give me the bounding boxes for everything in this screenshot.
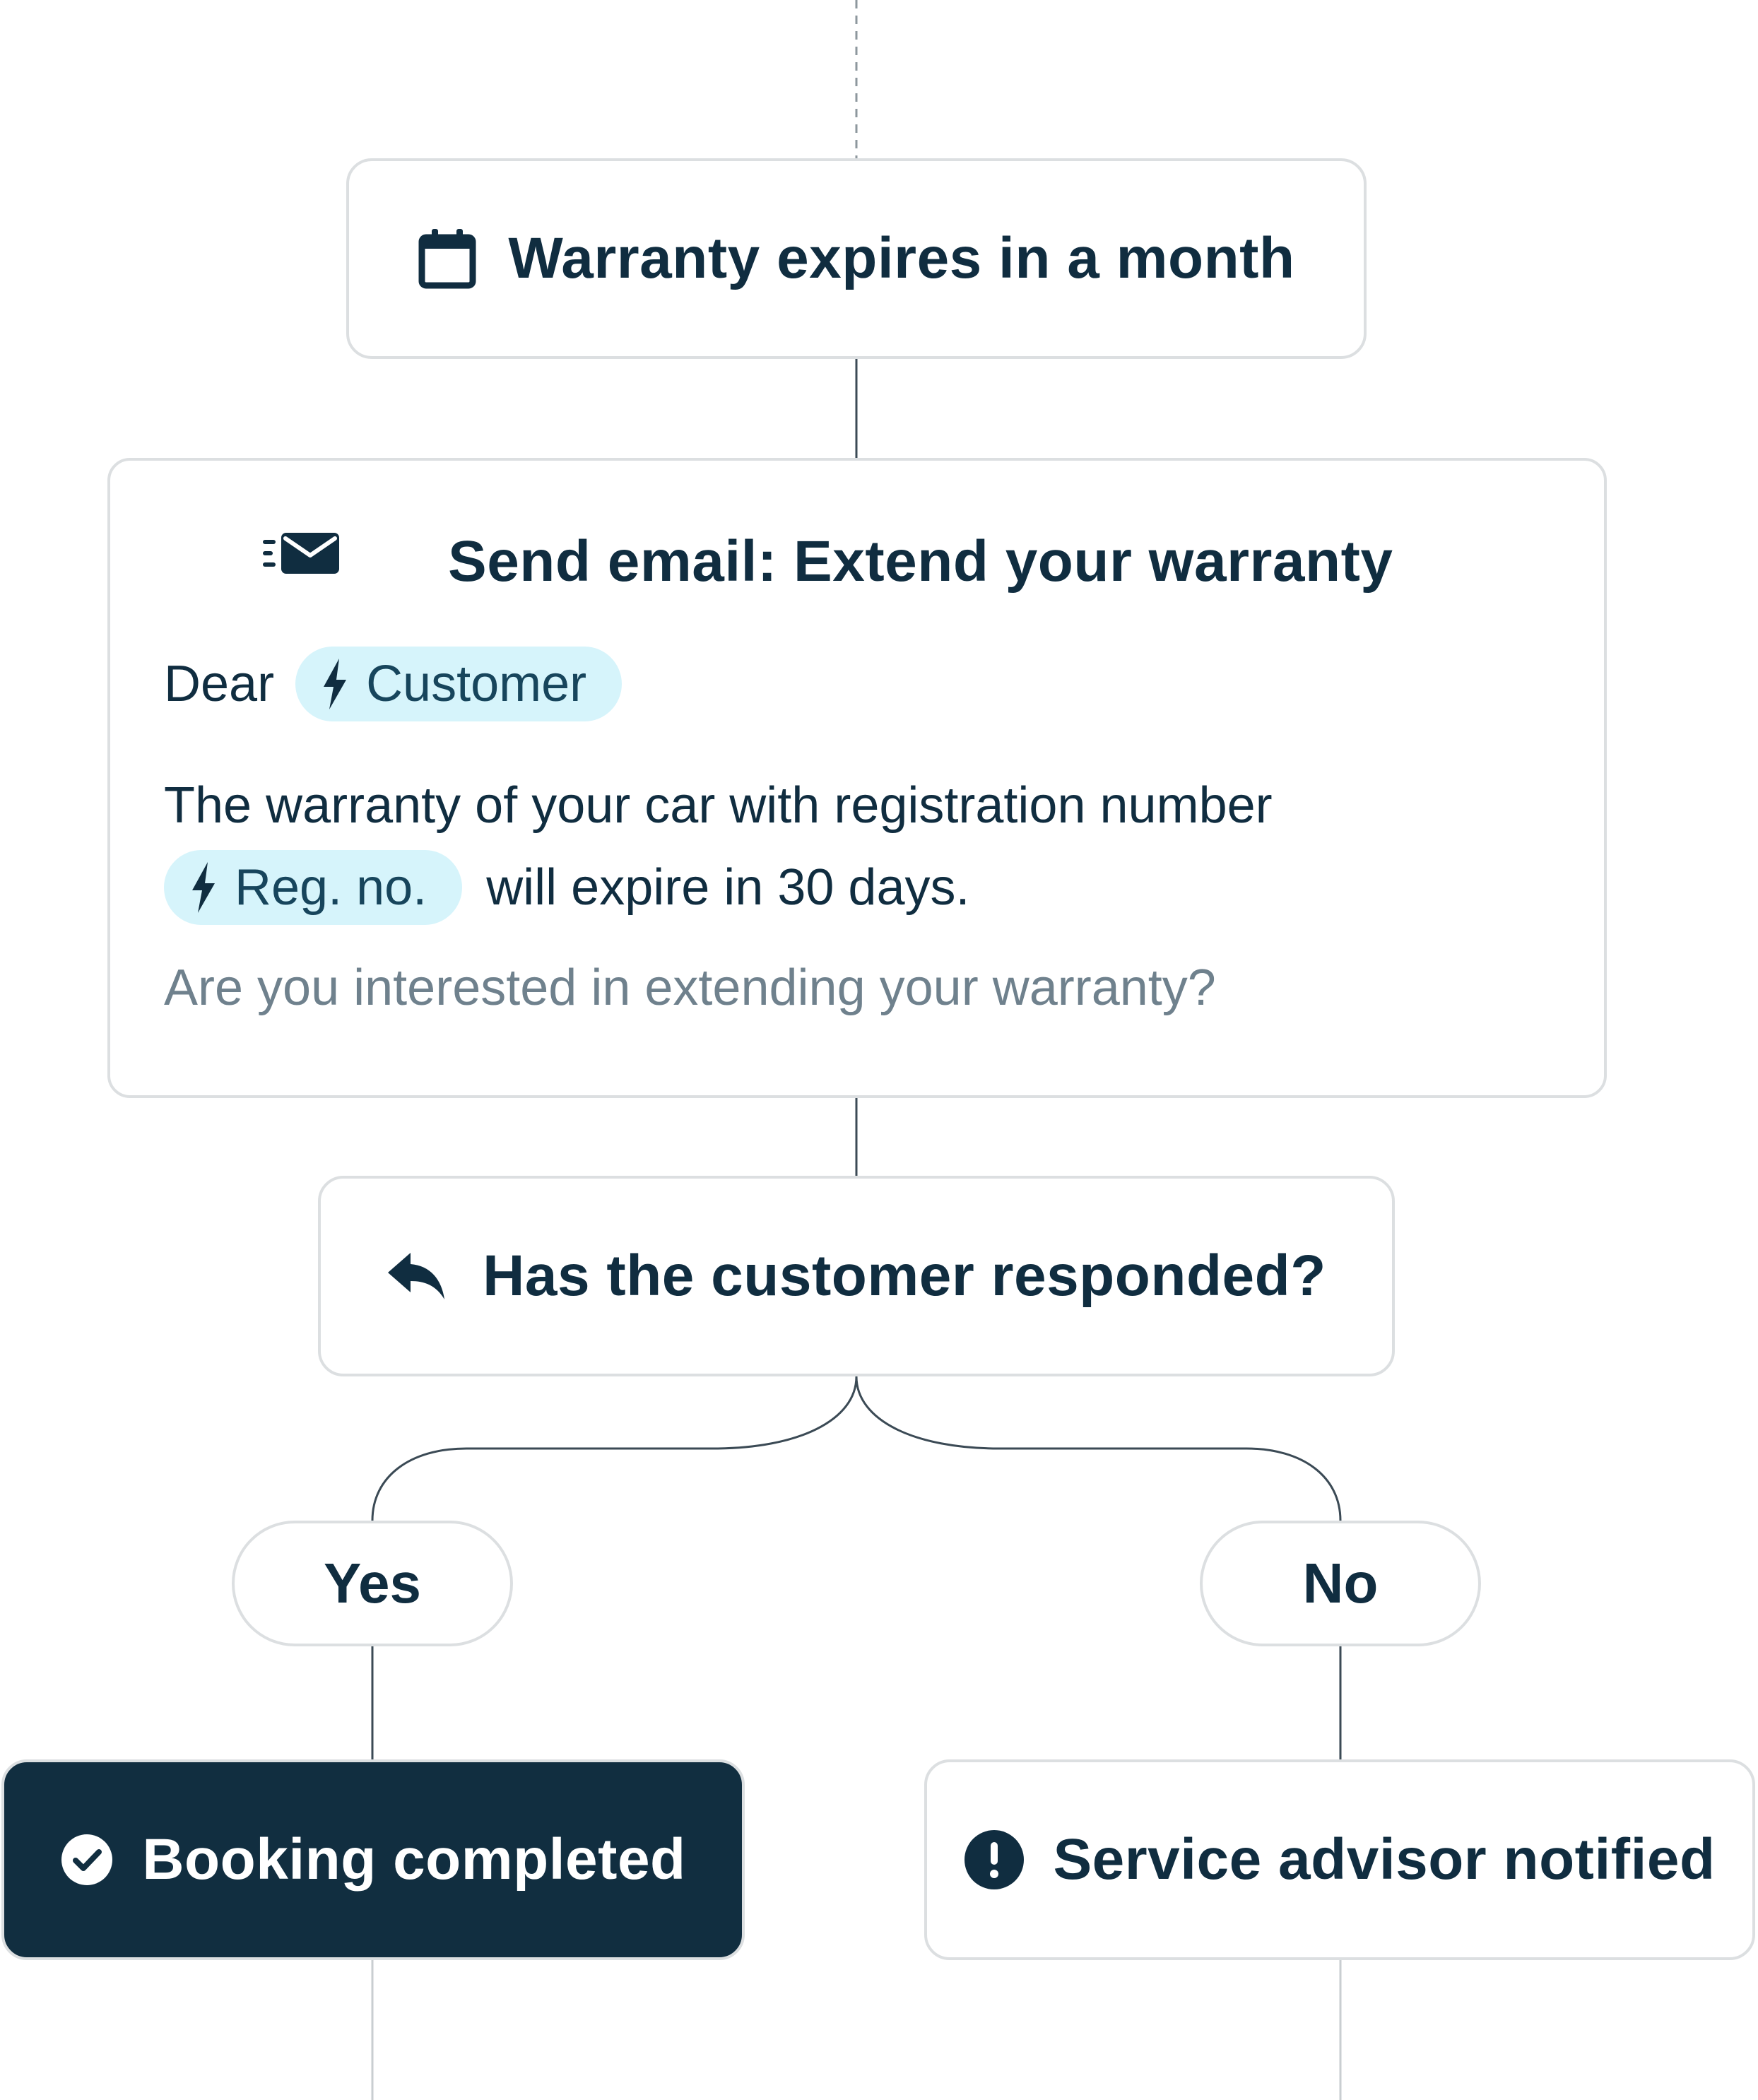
branch-yes-label: Yes [324,1552,421,1615]
email-question-line: Are you interested in extending your war… [164,950,1216,1026]
trigger-title: Warranty expires in a month [508,226,1295,290]
reg-no-variable-chip[interactable]: Reg. no. [164,850,463,925]
email-greeting-line: Dear Customer [164,646,623,722]
booking-completed-title: Booking completed [142,1827,686,1892]
branch-connector-no [855,1376,1342,1521]
send-email-icon [263,530,342,575]
customer-chip-label: Customer [366,656,587,712]
email-header: Send email: Extend your warranty [110,523,1604,601]
lightning-icon [321,659,349,709]
email-title: Send email: Extend your warranty [448,529,1393,594]
lightning-icon [189,862,218,913]
advisor-notified-node[interactable]: Service advisor notified [924,1759,1755,1960]
reply-icon [387,1251,446,1301]
email-body-text-1: The warranty of your car with registrati… [164,777,1273,834]
email-body-text-2: will expire in 30 days. [486,859,970,916]
branch-no-pill[interactable]: No [1200,1521,1481,1646]
reg-no-chip-label: Reg. no. [235,859,427,916]
branch-no-label: No [1302,1552,1379,1615]
email-greeting: Dear [164,656,275,712]
branch-connector-yes [371,1376,858,1521]
email-question-text: Are you interested in extending your war… [164,960,1216,1016]
condition-node[interactable]: Has the customer responded? [318,1176,1395,1376]
email-body-line-2: Reg. no. will expire in 30 days. [164,849,970,926]
booking-completed-node[interactable]: Booking completed [1,1759,745,1960]
check-circle-icon [60,1833,114,1887]
send-email-card[interactable]: Send email: Extend your warranty Dear Cu… [107,458,1607,1098]
email-body-line-1: The warranty of your car with registrati… [164,767,1273,844]
trigger-node[interactable]: Warranty expires in a month [346,158,1367,359]
calendar-icon [418,228,477,290]
branch-yes-pill[interactable]: Yes [232,1521,513,1646]
customer-variable-chip[interactable]: Customer [295,647,623,721]
advisor-notified-title: Service advisor notified [1053,1827,1716,1892]
alert-circle-icon [964,1829,1025,1890]
condition-title: Has the customer responded? [483,1244,1326,1308]
